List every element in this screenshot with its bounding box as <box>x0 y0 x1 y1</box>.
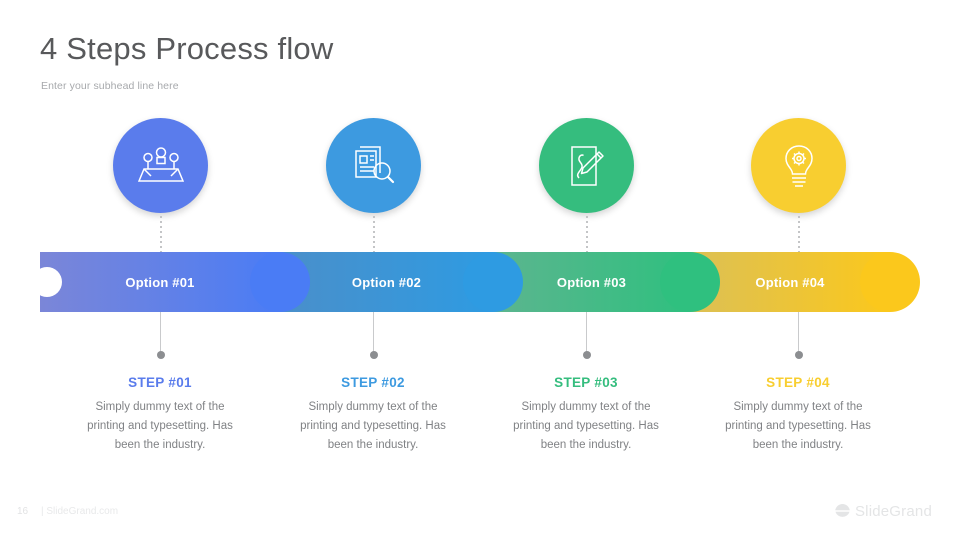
logo-text: SlideGrand <box>854 503 932 520</box>
step-body-1: Simply dummy text of the printing and ty… <box>87 401 233 451</box>
slidegrand-logo: SlideGrand <box>835 503 932 520</box>
page-title: 4 Steps Process flow <box>40 31 334 66</box>
document-pencil-icon <box>567 144 607 188</box>
document-search-icon <box>352 145 396 187</box>
ribbon-segment-2[interactable]: Option #02 <box>280 252 523 312</box>
segment-arrow-bump <box>660 252 720 312</box>
sphere-logo-icon <box>835 504 850 519</box>
ribbon-left-notch <box>32 267 62 297</box>
segment-arrow-bump <box>463 252 523 312</box>
ribbon-label-3: Option #03 <box>556 274 627 290</box>
segment-body <box>280 252 493 312</box>
stem-dot-4 <box>795 351 803 359</box>
dotted-connector-3 <box>586 216 588 256</box>
step-body-2: Simply dummy text of the printing and ty… <box>300 401 446 451</box>
ribbon-label-4: Option #04 <box>755 274 825 290</box>
segment-arrow-bump <box>860 252 920 312</box>
step-block-4: STEP #04 Simply dummy text of the printi… <box>698 375 898 455</box>
step-circle-2[interactable] <box>326 118 421 213</box>
stem-dot-2 <box>370 351 378 359</box>
step-block-1: STEP #01 Simply dummy text of the printi… <box>60 375 260 455</box>
step-circle-3[interactable] <box>539 118 634 213</box>
step-block-2: STEP #02 Simply dummy text of the printi… <box>273 375 473 455</box>
step-heading-2: STEP #02 <box>341 375 405 390</box>
ribbon-label-2: Option #02 <box>351 274 422 290</box>
segment-body <box>40 252 280 312</box>
ribbon-label-1: Option #01 <box>125 274 195 290</box>
stem-line-4 <box>798 312 799 354</box>
lightbulb-gear-icon <box>780 143 818 189</box>
stem-line-1 <box>160 312 161 354</box>
step-circle-1[interactable] <box>113 118 208 213</box>
step-heading-4: STEP #04 <box>766 375 830 390</box>
dotted-connector-4 <box>798 216 800 256</box>
step-body-3: Simply dummy text of the printing and ty… <box>513 401 659 451</box>
segment-body <box>493 252 690 312</box>
dotted-connector-1 <box>160 216 162 256</box>
stem-line-2 <box>373 312 374 354</box>
process-ribbon: Option #01 Option #02 Option #03 Option … <box>0 252 960 312</box>
stem-dot-1 <box>157 351 165 359</box>
dotted-connector-2 <box>373 216 375 256</box>
step-body-4: Simply dummy text of the printing and ty… <box>725 401 871 451</box>
page-number: 16 <box>17 506 29 517</box>
step-heading-3: STEP #03 <box>554 375 618 390</box>
segment-arrow-bump <box>250 252 310 312</box>
step-circle-4[interactable] <box>751 118 846 213</box>
stem-dot-3 <box>583 351 591 359</box>
ribbon-segment-3[interactable]: Option #03 <box>493 252 720 312</box>
stem-line-3 <box>586 312 587 354</box>
footer-site-label: | SlideGrand.com <box>41 506 119 517</box>
step-block-3: STEP #03 Simply dummy text of the printi… <box>486 375 686 455</box>
step-heading-1: STEP #01 <box>128 375 192 390</box>
ribbon-segment-4[interactable]: Option #04 <box>690 252 920 312</box>
segment-body <box>690 252 890 312</box>
page-subhead: Enter your subhead line here <box>41 80 179 92</box>
people-meeting-icon <box>137 145 184 187</box>
ribbon-segment-1[interactable]: Option #01 <box>40 252 310 312</box>
